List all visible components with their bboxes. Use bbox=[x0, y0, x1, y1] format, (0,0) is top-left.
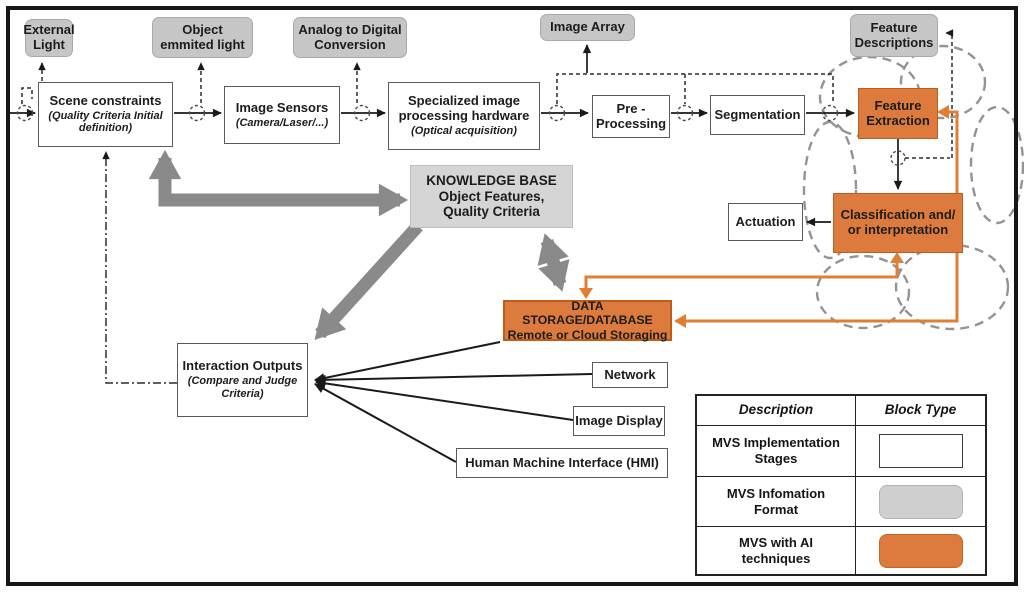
analog-digital-conversion-label: Analog to Digital Conversion bbox=[298, 21, 402, 52]
pre-processing-box: Pre - Processing bbox=[592, 95, 670, 138]
image-sensors-box: Image Sensors (Camera/Laser/...) bbox=[224, 86, 340, 144]
legend-row-ai-label: MVS with AI techniques bbox=[697, 526, 855, 574]
legend-header-description: Description bbox=[738, 402, 814, 418]
object-emitted-light-box: Object emmited light bbox=[152, 17, 253, 58]
scene-constraints-subtitle: (Quality Criteria Initial definition) bbox=[48, 109, 163, 135]
interaction-outputs-subtitle: (Compare and Judge Criteria) bbox=[187, 375, 298, 400]
legend-row-implementation-swatch bbox=[855, 425, 985, 476]
image-sensors-title: Image Sensors bbox=[235, 99, 329, 115]
specialized-hardware-subtitle: (Optical acquisition) bbox=[411, 125, 517, 138]
data-storage-box: DATA STORAGE/DATABASE Remote or Cloud St… bbox=[503, 299, 672, 342]
data-storage-title: DATA STORAGE/DATABASE Remote or Cloud St… bbox=[507, 299, 668, 342]
legend-swatch-white bbox=[878, 434, 963, 468]
image-display-title: Image Display bbox=[575, 412, 663, 428]
image-sensors-subtitle: (Camera/Laser/...) bbox=[235, 116, 329, 129]
junction-loops bbox=[16, 104, 906, 166]
legend-row-information-swatch bbox=[855, 476, 985, 526]
feature-extraction-title: Feature Extraction bbox=[866, 97, 930, 128]
actuation-box: Actuation bbox=[728, 203, 803, 241]
knowledge-base-box: KNOWLEDGE BASE Object Features, Quality … bbox=[410, 165, 573, 228]
output-fan-lines bbox=[313, 341, 593, 463]
hmi-title: Human Machine Interface (HMI) bbox=[465, 454, 659, 470]
legend-row-information-label: MVS Infomation Format bbox=[697, 476, 855, 526]
feature-descriptions-box: Feature Descriptions bbox=[850, 14, 938, 57]
interaction-outputs-box: Interaction Outputs (Compare and Judge C… bbox=[177, 343, 308, 417]
segmentation-title: Segmentation bbox=[714, 106, 801, 122]
feedback-dashed-lines bbox=[21, 29, 954, 159]
legend-row-ai-swatch bbox=[855, 526, 985, 574]
legend-swatch-orange bbox=[878, 533, 963, 568]
external-light-box: External Light bbox=[23, 19, 75, 57]
actuation-title: Actuation bbox=[735, 213, 796, 229]
legend-row-implementation-label: MVS Implementation Stages bbox=[697, 425, 855, 476]
specialized-hardware-box: Specialized image processing hardware (O… bbox=[388, 82, 540, 150]
classification-title: Classification and/ or interpretation bbox=[840, 207, 956, 237]
external-light-label: External Light bbox=[23, 22, 75, 52]
analog-digital-conversion-box: Analog to Digital Conversion bbox=[293, 17, 407, 58]
feature-descriptions-label: Feature Descriptions bbox=[854, 19, 934, 50]
legend-swatch-gray bbox=[878, 484, 963, 519]
network-box: Network bbox=[592, 362, 668, 388]
pre-processing-title: Pre - Processing bbox=[595, 100, 667, 131]
feature-extraction-box: Feature Extraction bbox=[858, 88, 938, 139]
object-emitted-light-label: Object emmited light bbox=[160, 21, 245, 52]
image-array-label: Image Array bbox=[550, 19, 625, 35]
legend-header-block-type: Block Type bbox=[855, 396, 985, 425]
hmi-box: Human Machine Interface (HMI) bbox=[456, 448, 668, 478]
specialized-hardware-title: Specialized image processing hardware bbox=[398, 93, 530, 124]
image-array-box: Image Array bbox=[540, 14, 635, 41]
scene-constraints-box: Scene constraints (Quality Criteria Init… bbox=[38, 82, 173, 147]
image-display-box: Image Display bbox=[573, 406, 665, 436]
dashdot-feedback-line bbox=[102, 151, 177, 384]
legend-table: Description Block Type MVS Implementatio… bbox=[695, 394, 987, 576]
classification-box: Classification and/ or interpretation bbox=[833, 193, 963, 253]
network-title: Network bbox=[604, 366, 656, 382]
interaction-outputs-title: Interaction Outputs bbox=[182, 358, 303, 374]
scene-constraints-title: Scene constraints bbox=[49, 92, 162, 108]
knowledge-base-label: KNOWLEDGE BASE Object Features, Quality … bbox=[426, 173, 557, 220]
segmentation-box: Segmentation bbox=[710, 95, 805, 135]
knowledge-base-arrows bbox=[148, 149, 570, 341]
